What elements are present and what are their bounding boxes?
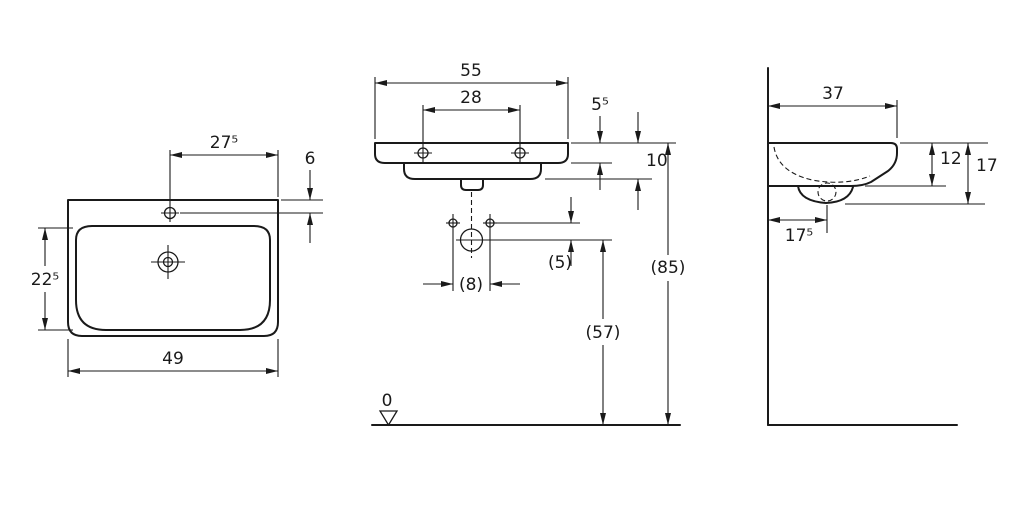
side-view: 37 12 17 17⁵ (767, 67, 998, 426)
dimension-tap-spacing: 28 (423, 88, 520, 113)
dimension-fixing-to-trap: (5) (497, 197, 580, 273)
top-view: 27⁵ 6 22⁵ 49 (31, 133, 323, 377)
datum-symbol: 0 (378, 391, 399, 427)
dimension-top-width: 49 (67, 339, 279, 377)
tap-hole-right-symbol (511, 105, 529, 164)
dimension-trap-height: (57) (586, 240, 621, 425)
dim-label-trap-height: (57) (586, 323, 621, 343)
dimension-total-height: (85) (651, 143, 686, 425)
hidden-drain-line (817, 182, 837, 202)
trap-symbol (456, 192, 612, 258)
dimension-fixing-spacing: (8) (423, 275, 520, 295)
dim-label-fixing-to-trap: (5) (548, 253, 572, 273)
tap-hole-left-symbol (414, 105, 432, 164)
dimension-back-height: 17 (845, 143, 998, 205)
hidden-bowl-line (773, 146, 871, 183)
dimension-depth: 37 (768, 84, 898, 138)
dim-label-total-height: (85) (651, 258, 686, 278)
dim-label-fixing-spacing: (8) (459, 275, 483, 295)
fixing-hole-right-symbol (483, 214, 497, 291)
dimension-rim-thickness: 5⁵ (571, 95, 676, 190)
dim-label-bowl-depth: 22⁵ (31, 270, 59, 290)
basin-outline-side (767, 142, 898, 233)
dimension-basin-height: 10 (545, 112, 668, 210)
dimension-tap-offset: 27⁵ (170, 133, 279, 197)
dim-label-front-width: 55 (460, 61, 482, 81)
dimension-tap-setback: 6 (180, 149, 323, 243)
dim-label-tap-setback: 6 (305, 149, 316, 169)
dimension-front-width: 55 (374, 61, 569, 139)
dimension-front-edge-height: 12 (865, 142, 988, 187)
dim-label-trap-offset: 17⁵ (785, 226, 813, 246)
dim-label-front-edge-height: 12 (940, 149, 962, 169)
dim-label-back-height: 17 (976, 156, 998, 176)
dimension-bowl-depth: 22⁵ (31, 227, 73, 331)
dim-label-tap-offset: 27⁵ (210, 133, 238, 153)
drain-symbol (151, 245, 185, 279)
dimension-trap-offset: 17⁵ (768, 217, 827, 246)
tap-hole-symbol (161, 150, 179, 222)
dim-label-depth: 37 (822, 84, 844, 104)
basin-outline-top (67, 199, 279, 337)
dim-label-datum: 0 (382, 391, 393, 411)
dim-label-top-width: 49 (162, 349, 184, 369)
dim-label-basin-height: 10 (646, 151, 668, 171)
dim-label-rim-thickness: 5⁵ (591, 95, 609, 115)
front-view: 55 28 5⁵ 10 (8) (5) (371, 61, 686, 427)
fixing-hole-left-symbol (446, 214, 460, 291)
dim-label-tap-spacing: 28 (460, 88, 482, 108)
basin-outline-front (374, 142, 569, 191)
